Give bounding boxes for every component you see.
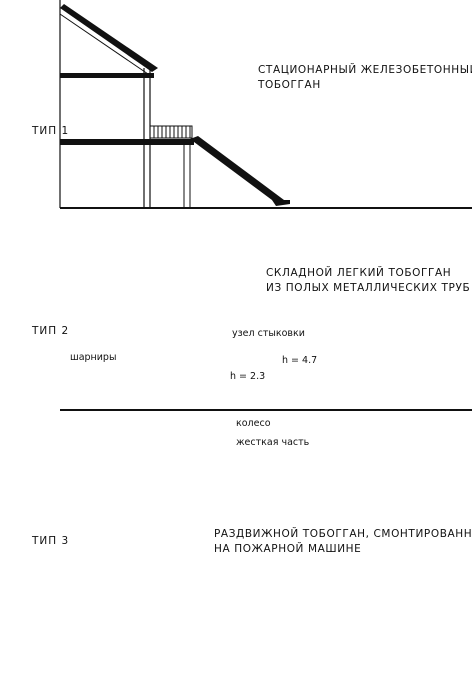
- panel-1-drawing: [59, 0, 290, 208]
- panel-3-type-label: ТИП 3: [32, 535, 70, 547]
- height-small-label: h = 2.3: [230, 371, 266, 382]
- joint-annotation: узел стыковки: [232, 328, 305, 339]
- height-large-label: h = 4.7: [282, 355, 318, 366]
- panel-1-caption-line2: ТОБОГГАН: [258, 79, 321, 91]
- rigid-part-annotation: жесткая часть: [236, 437, 310, 448]
- panel-1-caption-line1: СТАЦИОНАРНЫЙ ЖЕЛЕЗОБЕТОННЫЙ: [258, 64, 472, 76]
- hinges-annotation: шарниры: [70, 352, 117, 363]
- panel-2-type-label: ТИП 2: [32, 325, 70, 337]
- panel-1-type-label: ТИП 1: [32, 125, 70, 137]
- wheel-annotation: колесо: [236, 418, 271, 429]
- panel-3-caption-line2: НА ПОЖАРНОЙ МАШИНЕ: [214, 543, 362, 555]
- panel-2-caption-line1: СКЛАДНОЙ ЛЕГКИЙ ТОБОГГАН: [266, 267, 452, 279]
- panel-2-caption-line2: ИЗ ПОЛЫХ МЕТАЛЛИЧЕСКИХ ТРУБ: [266, 282, 471, 294]
- panel-3-caption-line1: РАЗДВИЖНОЙ ТОБОГГАН, СМОНТИРОВАННЫЙ: [214, 528, 472, 540]
